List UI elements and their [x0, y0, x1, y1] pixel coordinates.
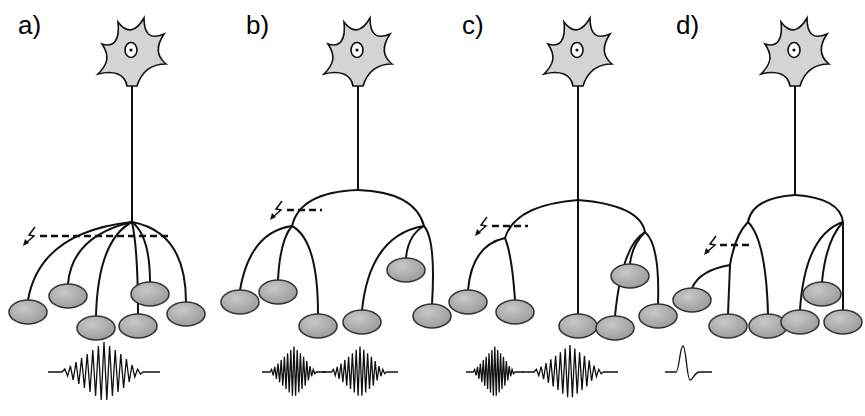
- muscle-fiber: [803, 282, 841, 306]
- axon-branch: [630, 232, 645, 264]
- axon-branch: [842, 222, 844, 310]
- axon-branch: [645, 232, 658, 304]
- muscle-fiber: [639, 304, 677, 328]
- axon-branch: [800, 222, 843, 310]
- muscle-fiber: [343, 310, 381, 334]
- panel-label: c): [462, 12, 484, 38]
- panel-c: [468, 86, 658, 316]
- axon-branch: [822, 222, 843, 282]
- muscle-fibers-c: [449, 264, 677, 340]
- lesion-line: [40, 235, 170, 238]
- muscle-fibers-d: [673, 282, 862, 338]
- axon-branch: [278, 226, 292, 280]
- muscle-fiber: [49, 284, 87, 308]
- axon-branch: [362, 226, 424, 310]
- axon-branch: [748, 222, 768, 314]
- muscle-fiber: [221, 290, 259, 314]
- axon-branch: [505, 238, 515, 300]
- axon-branch: [578, 200, 645, 232]
- single-spike: [665, 346, 712, 380]
- axon-branch: [132, 222, 150, 282]
- panel-b: [240, 86, 433, 314]
- muscle-fiber: [131, 282, 169, 306]
- muscle-fiber: [413, 304, 451, 328]
- axon-branch: [406, 226, 424, 258]
- muscle-fiber: [9, 300, 47, 324]
- lesion-line: [720, 244, 751, 247]
- emg-burst: [48, 342, 160, 400]
- panel-a: [28, 86, 186, 316]
- emg-burst: [262, 347, 326, 396]
- axon-branch: [728, 265, 730, 314]
- lesion-line: [492, 225, 528, 228]
- muscle-fibers-a: [9, 282, 205, 340]
- muscle-fiber: [77, 316, 115, 340]
- axon-branch: [468, 238, 505, 290]
- muscle-fiber: [781, 310, 819, 334]
- axon-branch: [795, 195, 843, 222]
- emg-burst: [522, 345, 618, 397]
- panel-label: b): [246, 12, 269, 38]
- neuron-soma: [98, 18, 166, 86]
- axon-branch: [292, 190, 358, 226]
- axon-branch: [730, 222, 748, 265]
- panel-d: [692, 86, 843, 314]
- axon-branch: [748, 195, 795, 222]
- muscle-fiber: [496, 300, 534, 324]
- axon-branch: [358, 190, 424, 226]
- panel-label: d): [676, 12, 699, 38]
- muscle-fiber: [709, 314, 747, 338]
- neuron-soma: [324, 18, 392, 86]
- muscle-fiber: [449, 290, 487, 314]
- emg-burst: [466, 347, 524, 396]
- axon: [131, 86, 133, 222]
- lesion-line: [287, 209, 322, 212]
- axon-branch: [692, 265, 730, 288]
- muscle-fiber: [596, 316, 634, 340]
- muscle-fiber: [387, 258, 425, 282]
- muscle-fiber: [119, 314, 157, 338]
- emg-burst: [322, 347, 398, 396]
- muscle-fiber: [611, 264, 649, 288]
- axon: [357, 86, 359, 190]
- lightning-symbol: [270, 201, 282, 220]
- muscle-fiber: [259, 280, 297, 304]
- neuron-soma: [544, 18, 612, 86]
- muscle-fiber: [673, 288, 711, 312]
- axon-branch: [424, 226, 433, 304]
- muscle-fiber: [824, 310, 862, 334]
- axon-branch: [505, 200, 578, 238]
- muscle-fiber: [167, 302, 205, 326]
- muscle-fiber: [559, 314, 597, 338]
- muscle-fibers-b: [221, 258, 451, 338]
- panel-label: a): [18, 12, 41, 38]
- lightning-symbol: [704, 236, 716, 255]
- axon: [794, 86, 796, 195]
- neuron-soma: [761, 18, 829, 86]
- axon-branch: [292, 226, 318, 314]
- lightning-symbol: [23, 227, 35, 246]
- lightning-symbol: [475, 217, 487, 236]
- muscle-fiber: [299, 314, 337, 338]
